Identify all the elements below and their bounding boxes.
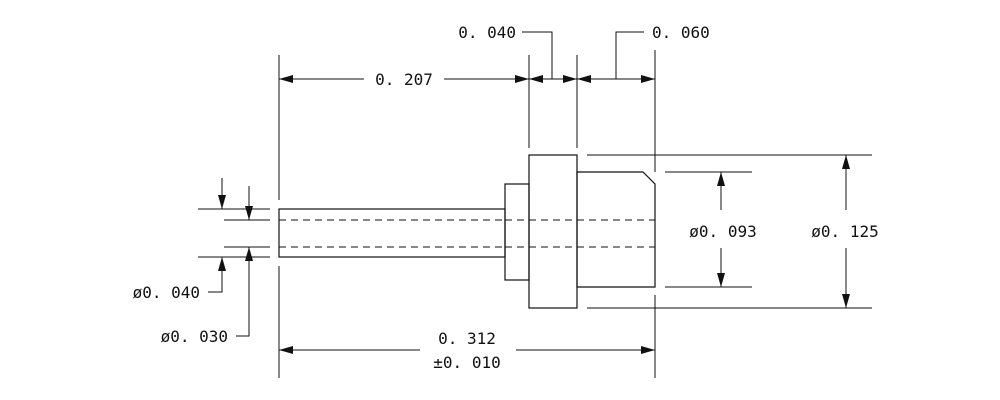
dim-pin-outer-diameter: ø0. 040 bbox=[133, 178, 226, 302]
dim-shaft-length: 0. 207 bbox=[279, 70, 529, 89]
hub-diameter-label: ø0. 093 bbox=[689, 222, 756, 241]
dim-overall-length: 0. 312 ±0. 010 bbox=[279, 329, 655, 372]
overall-length-label: 0. 312 bbox=[438, 329, 496, 348]
dim-pin-inner-diameter: ø0. 030 bbox=[161, 186, 253, 346]
pin-inner-diameter-label: ø0. 030 bbox=[161, 327, 228, 346]
dim-hub-diameter: ø0. 093 bbox=[689, 172, 757, 287]
shaft-length-label: 0. 207 bbox=[375, 70, 433, 89]
extension-lines bbox=[198, 50, 872, 378]
knurl-width-label: 0. 040 bbox=[458, 23, 516, 42]
pin-shaft bbox=[278, 208, 506, 258]
knurled-hub bbox=[576, 171, 656, 288]
pin-outer-diameter-label: ø0. 040 bbox=[133, 283, 200, 302]
knurled-head bbox=[528, 154, 578, 309]
tail-width-label: 0. 060 bbox=[652, 23, 710, 42]
dim-head-diameter: ø0. 125 bbox=[811, 155, 879, 308]
dim-knurl-width: 0. 040 bbox=[458, 23, 577, 83]
part-outline bbox=[278, 154, 656, 309]
head-diameter-label: ø0. 125 bbox=[811, 222, 878, 241]
dim-tail-width: 0. 060 bbox=[577, 23, 710, 83]
overall-tolerance-label: ±0. 010 bbox=[433, 353, 500, 372]
shoulder bbox=[504, 183, 530, 281]
